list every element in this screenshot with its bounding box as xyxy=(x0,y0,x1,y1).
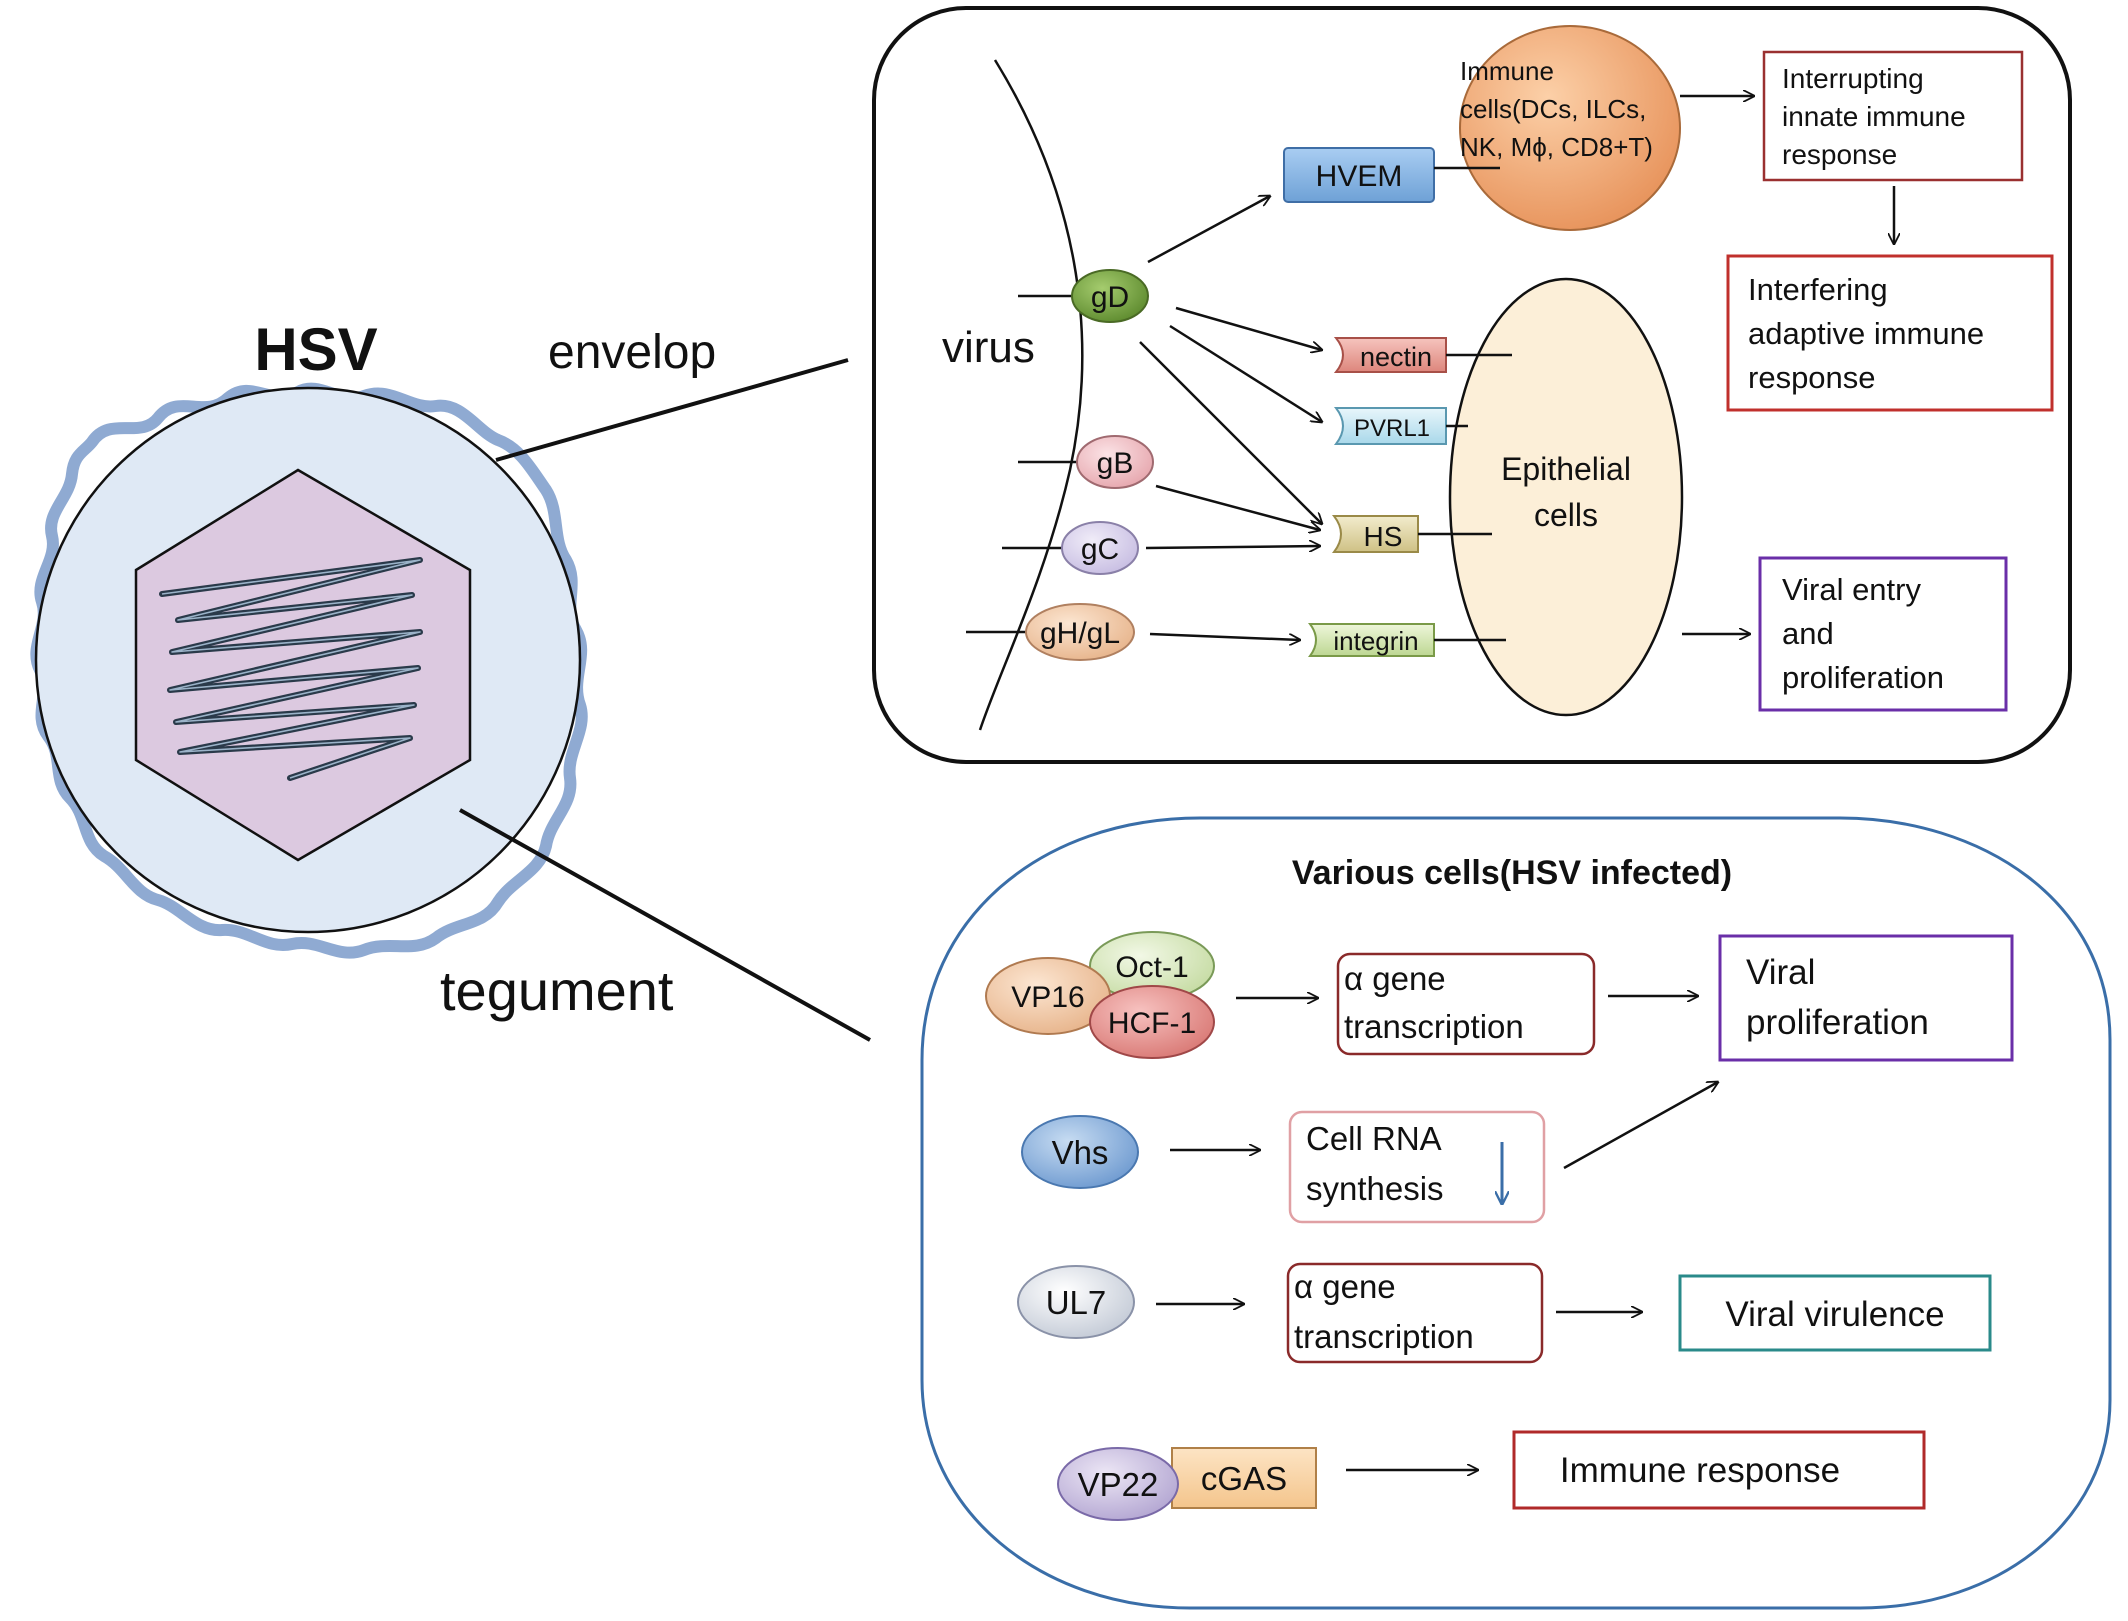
svg-text:UL7: UL7 xyxy=(1046,1284,1107,1321)
vp22-cgas-complex: cGAS VP22 xyxy=(1057,1447,1317,1521)
svg-text:VP22: VP22 xyxy=(1078,1466,1159,1503)
hs-receptor: HS xyxy=(1331,515,1419,553)
immune-cells: Immune cells(DCs, ILCs, NK, Mϕ, CD8+T) xyxy=(1459,25,1681,231)
cell-rna-box: Cell RNA synthesis xyxy=(1288,1110,1546,1224)
svg-text:cells(DCs, ILCs,: cells(DCs, ILCs, xyxy=(1460,94,1646,124)
viral-proliferation-box: Viral proliferation xyxy=(1718,934,2014,1062)
svg-text:Oct-1: Oct-1 xyxy=(1115,951,1188,984)
interfering-adaptive-box: Interfering adaptive immune response xyxy=(1726,254,2054,412)
vhs-protein: Vhs xyxy=(1021,1115,1139,1189)
svg-text:Viral entry: Viral entry xyxy=(1782,572,1921,607)
svg-text:Immune response: Immune response xyxy=(1560,1451,1840,1490)
svg-text:Viral virulence: Viral virulence xyxy=(1725,1295,1944,1334)
svg-text:adaptive immune: adaptive immune xyxy=(1748,316,1984,351)
gD-protein: gD xyxy=(1018,269,1149,323)
nectin-receptor: nectin xyxy=(1333,337,1447,373)
viral-virulence-box: Viral virulence xyxy=(1678,1274,1992,1352)
svg-text:and: and xyxy=(1782,616,1834,651)
svg-text:Viral: Viral xyxy=(1746,953,1815,992)
cgas-protein xyxy=(1171,1447,1317,1509)
svg-text:α gene: α gene xyxy=(1344,960,1446,997)
gC-protein: gC xyxy=(1002,521,1139,575)
gB-protein: gB xyxy=(1018,435,1154,489)
svg-text:Immune: Immune xyxy=(1460,56,1554,86)
ul7-protein: UL7 xyxy=(1017,1265,1135,1339)
svg-text:HS: HS xyxy=(1364,521,1403,552)
svg-text:transcription: transcription xyxy=(1344,1008,1524,1045)
svg-text:gD: gD xyxy=(1091,281,1129,314)
svg-text:transcription: transcription xyxy=(1294,1318,1474,1355)
svg-text:α gene: α gene xyxy=(1294,1268,1396,1305)
svg-text:Interfering: Interfering xyxy=(1748,272,1888,307)
tegument-label: tegument xyxy=(440,959,674,1022)
hsv-particle xyxy=(30,382,588,959)
pvrl1-receptor: PVRL1 xyxy=(1333,407,1447,445)
svg-text:proliferation: proliferation xyxy=(1746,1003,1929,1042)
svg-text:gB: gB xyxy=(1097,447,1134,480)
svg-text:innate immune: innate immune xyxy=(1782,101,1966,132)
svg-text:HVEM: HVEM xyxy=(1316,160,1403,193)
tegument-panel: Various cells(HSV infected) Oct-1 VP16 H… xyxy=(920,816,2112,1610)
envelope-connector xyxy=(495,358,849,462)
hcf1-protein xyxy=(1089,985,1215,1059)
svg-text:HCF-1: HCF-1 xyxy=(1108,1007,1196,1040)
tegument-connector xyxy=(459,808,871,1042)
svg-text:gC: gC xyxy=(1081,533,1119,566)
integrin-receptor: integrin xyxy=(1308,623,1435,657)
svg-text:Cell RNA: Cell RNA xyxy=(1306,1120,1442,1157)
interrupting-innate-box: Interrupting innate immune response xyxy=(1762,50,2024,182)
svg-text:nectin: nectin xyxy=(1360,342,1432,372)
envelope-arrows xyxy=(1139,96,1894,640)
viral-entry-box: Viral entry and proliferation xyxy=(1758,556,2008,712)
immune-response-box: Immune response xyxy=(1512,1430,1926,1510)
svg-text:PVRL1: PVRL1 xyxy=(1354,415,1430,442)
viral-dna-highlight xyxy=(161,559,421,779)
svg-text:response: response xyxy=(1748,360,1876,395)
virus-label: virus xyxy=(942,323,1035,372)
hsv-title: HSV xyxy=(254,316,377,383)
svg-text:gH/gL: gH/gL xyxy=(1040,617,1120,650)
vp22-protein xyxy=(1057,1447,1179,1521)
virus-membrane-curve xyxy=(978,59,1084,731)
svg-text:synthesis: synthesis xyxy=(1306,1170,1444,1207)
svg-text:Interrupting: Interrupting xyxy=(1782,63,1924,94)
svg-text:NK, Mϕ, CD8+T): NK, Mϕ, CD8+T) xyxy=(1460,132,1653,162)
vp16-complex: Oct-1 VP16 HCF-1 xyxy=(985,931,1215,1059)
svg-text:cGAS: cGAS xyxy=(1201,1460,1287,1497)
alpha-gene-box-1: α gene transcription xyxy=(1336,952,1596,1056)
svg-text:Epithelial: Epithelial xyxy=(1501,451,1631,487)
svg-text:integrin: integrin xyxy=(1333,626,1418,656)
svg-text:proliferation: proliferation xyxy=(1782,660,1944,695)
tegument-panel-title: Various cells(HSV infected) xyxy=(1292,854,1732,892)
hvem-receptor: HVEM xyxy=(1283,147,1435,203)
envelope-label: envelop xyxy=(548,326,716,379)
envelope-panel: virus gD gB gC gH/gL HVEM n xyxy=(872,6,2072,764)
svg-text:Vhs: Vhs xyxy=(1052,1134,1109,1171)
epithelial-cells: Epithelial cells xyxy=(1448,277,1684,717)
gHgL-protein: gH/gL xyxy=(966,603,1135,661)
alpha-gene-box-2: α gene transcription xyxy=(1286,1262,1544,1364)
svg-text:cells: cells xyxy=(1534,497,1598,533)
svg-text:response: response xyxy=(1782,139,1897,170)
tegument-arrows xyxy=(1156,996,1718,1470)
svg-text:VP16: VP16 xyxy=(1011,981,1084,1014)
